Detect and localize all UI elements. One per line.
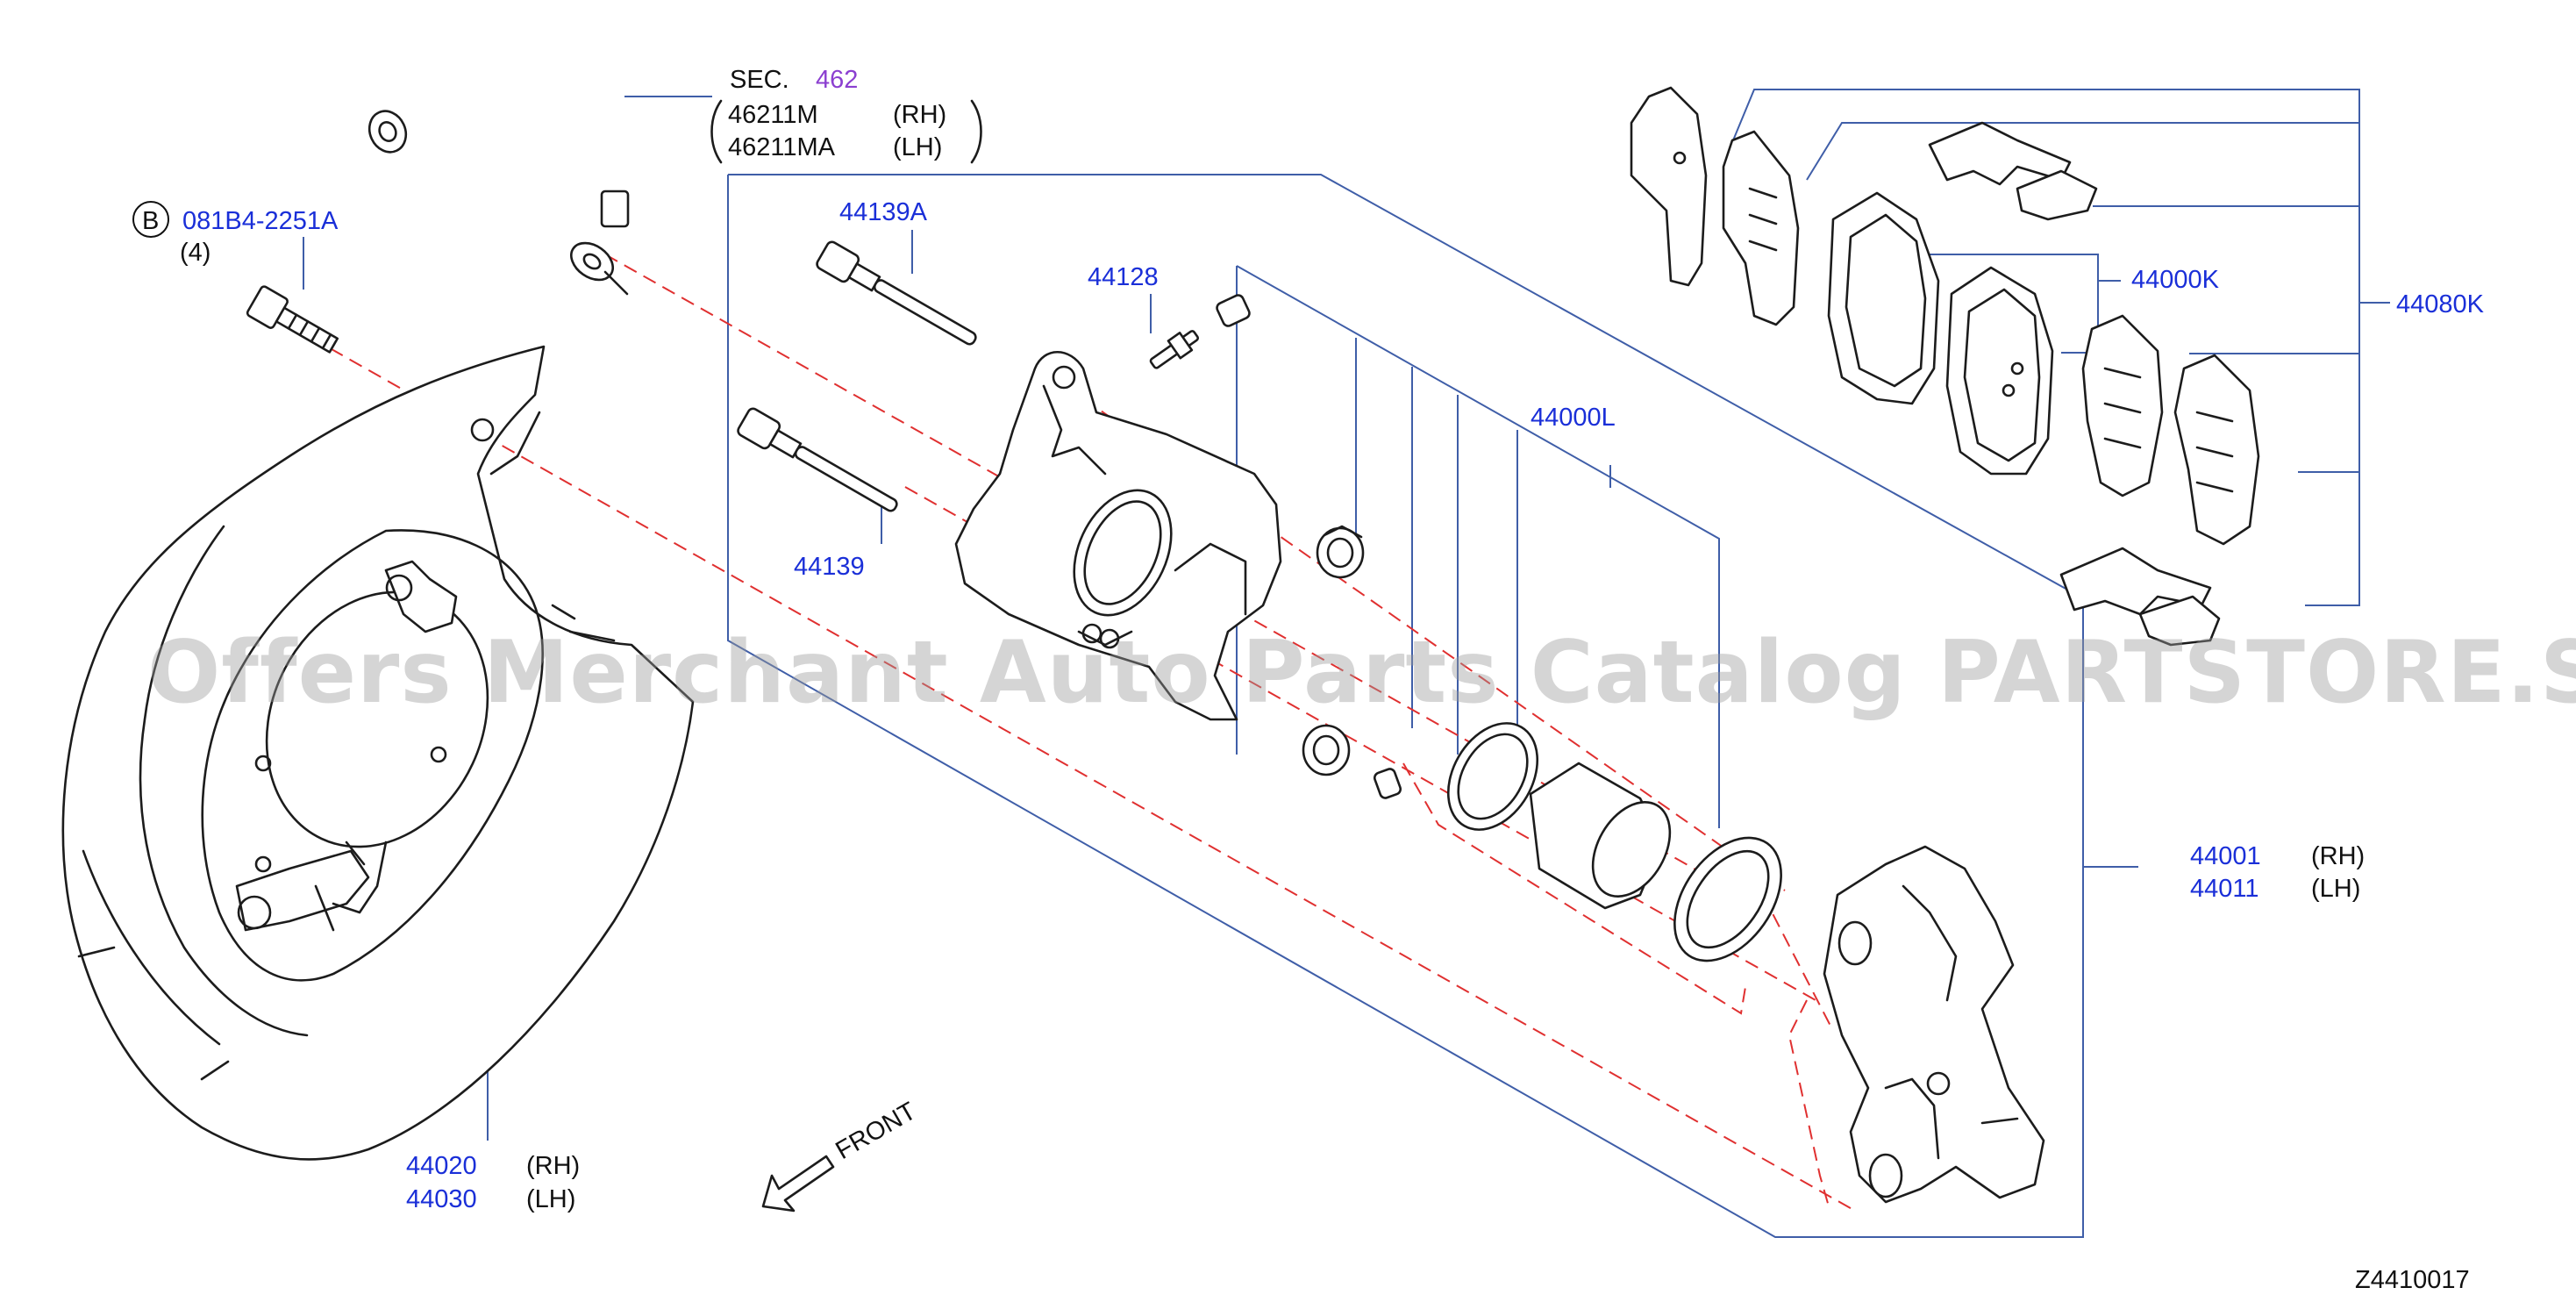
anti-squeal-shim-4 (2173, 354, 2260, 546)
part-link-44030[interactable]: 44030 (406, 1185, 477, 1213)
part-link-44020[interactable]: 44020 (406, 1152, 477, 1180)
labels: SEC. 462 46211M (RH) 46211MA (LH) B 081B… (132, 66, 2485, 1294)
brake-pad-2 (1945, 266, 2054, 476)
part-44020-side: (RH) (526, 1152, 580, 1180)
part-44001-side: (RH) (2311, 842, 2365, 870)
part-link-44139A[interactable]: 44139A (839, 198, 928, 226)
pin-boot-upper (1316, 525, 1365, 579)
front-label: FRONT (831, 1097, 922, 1165)
guide-pin-lower (737, 407, 898, 512)
part-link-44000K[interactable]: 44000K (2131, 266, 2220, 294)
front-direction-arrow: FRONT (761, 1097, 922, 1213)
part-link-44000L[interactable]: 44000L (1531, 404, 1616, 432)
pin-sleeve (1373, 768, 1402, 799)
caliper-torque-member (1823, 845, 2045, 1204)
part-link-44011[interactable]: 44011 (2190, 875, 2259, 903)
hose-rh-side: (RH) (893, 101, 946, 129)
sec-prefix: SEC. (730, 66, 789, 94)
piston-seal (1446, 722, 1539, 831)
bleeder-screw (1149, 330, 1199, 369)
mounting-bolt (246, 285, 339, 354)
anti-squeal-shim-2 (1722, 130, 1800, 326)
part-link-44128[interactable]: 44128 (1088, 263, 1159, 291)
bolt-quantity: (4) (180, 239, 211, 267)
part-link-44139[interactable]: 44139 (794, 553, 865, 581)
hose-rh-part: 46211M (728, 101, 818, 129)
watermark-text: Offers Merchant Auto Parts Catalog PARTS… (147, 623, 2576, 723)
leader-lines (303, 89, 2390, 1238)
part-link-44001[interactable]: 44001 (2190, 842, 2261, 870)
pin-boot-lower (1302, 724, 1351, 776)
bolt-marker-circle (132, 201, 169, 238)
caliper-body (954, 350, 1282, 721)
brake-pad-1 (1827, 191, 1940, 405)
part-44011-side: (LH) (2311, 875, 2360, 903)
pad-retainer-clips-lower (2059, 547, 2221, 647)
part-44030-side: (LH) (526, 1185, 575, 1213)
brake-hose (367, 36, 630, 296)
brake-backing-plate (61, 345, 695, 1161)
hose-lh-part: 46211MA (728, 133, 836, 161)
guide-pin-upper (816, 240, 977, 346)
part-link-44080K[interactable]: 44080K (2396, 290, 2485, 318)
anti-squeal-shim-1 (1630, 86, 1708, 287)
sec-number-link[interactable]: 462 (816, 66, 858, 94)
piston (1529, 762, 1672, 910)
bleeder-cap (1216, 294, 1251, 327)
pad-retainer-clips-upper (1928, 121, 2098, 221)
hose-lh-side: (LH) (893, 133, 942, 161)
bolt-part-link[interactable]: 081B4-2251A (182, 207, 339, 235)
anti-squeal-shim-3 (2081, 314, 2164, 497)
dust-boot (1673, 836, 1782, 962)
bolt-marker: B (142, 207, 159, 235)
diagram-code: Z4410017 (2355, 1266, 2470, 1294)
